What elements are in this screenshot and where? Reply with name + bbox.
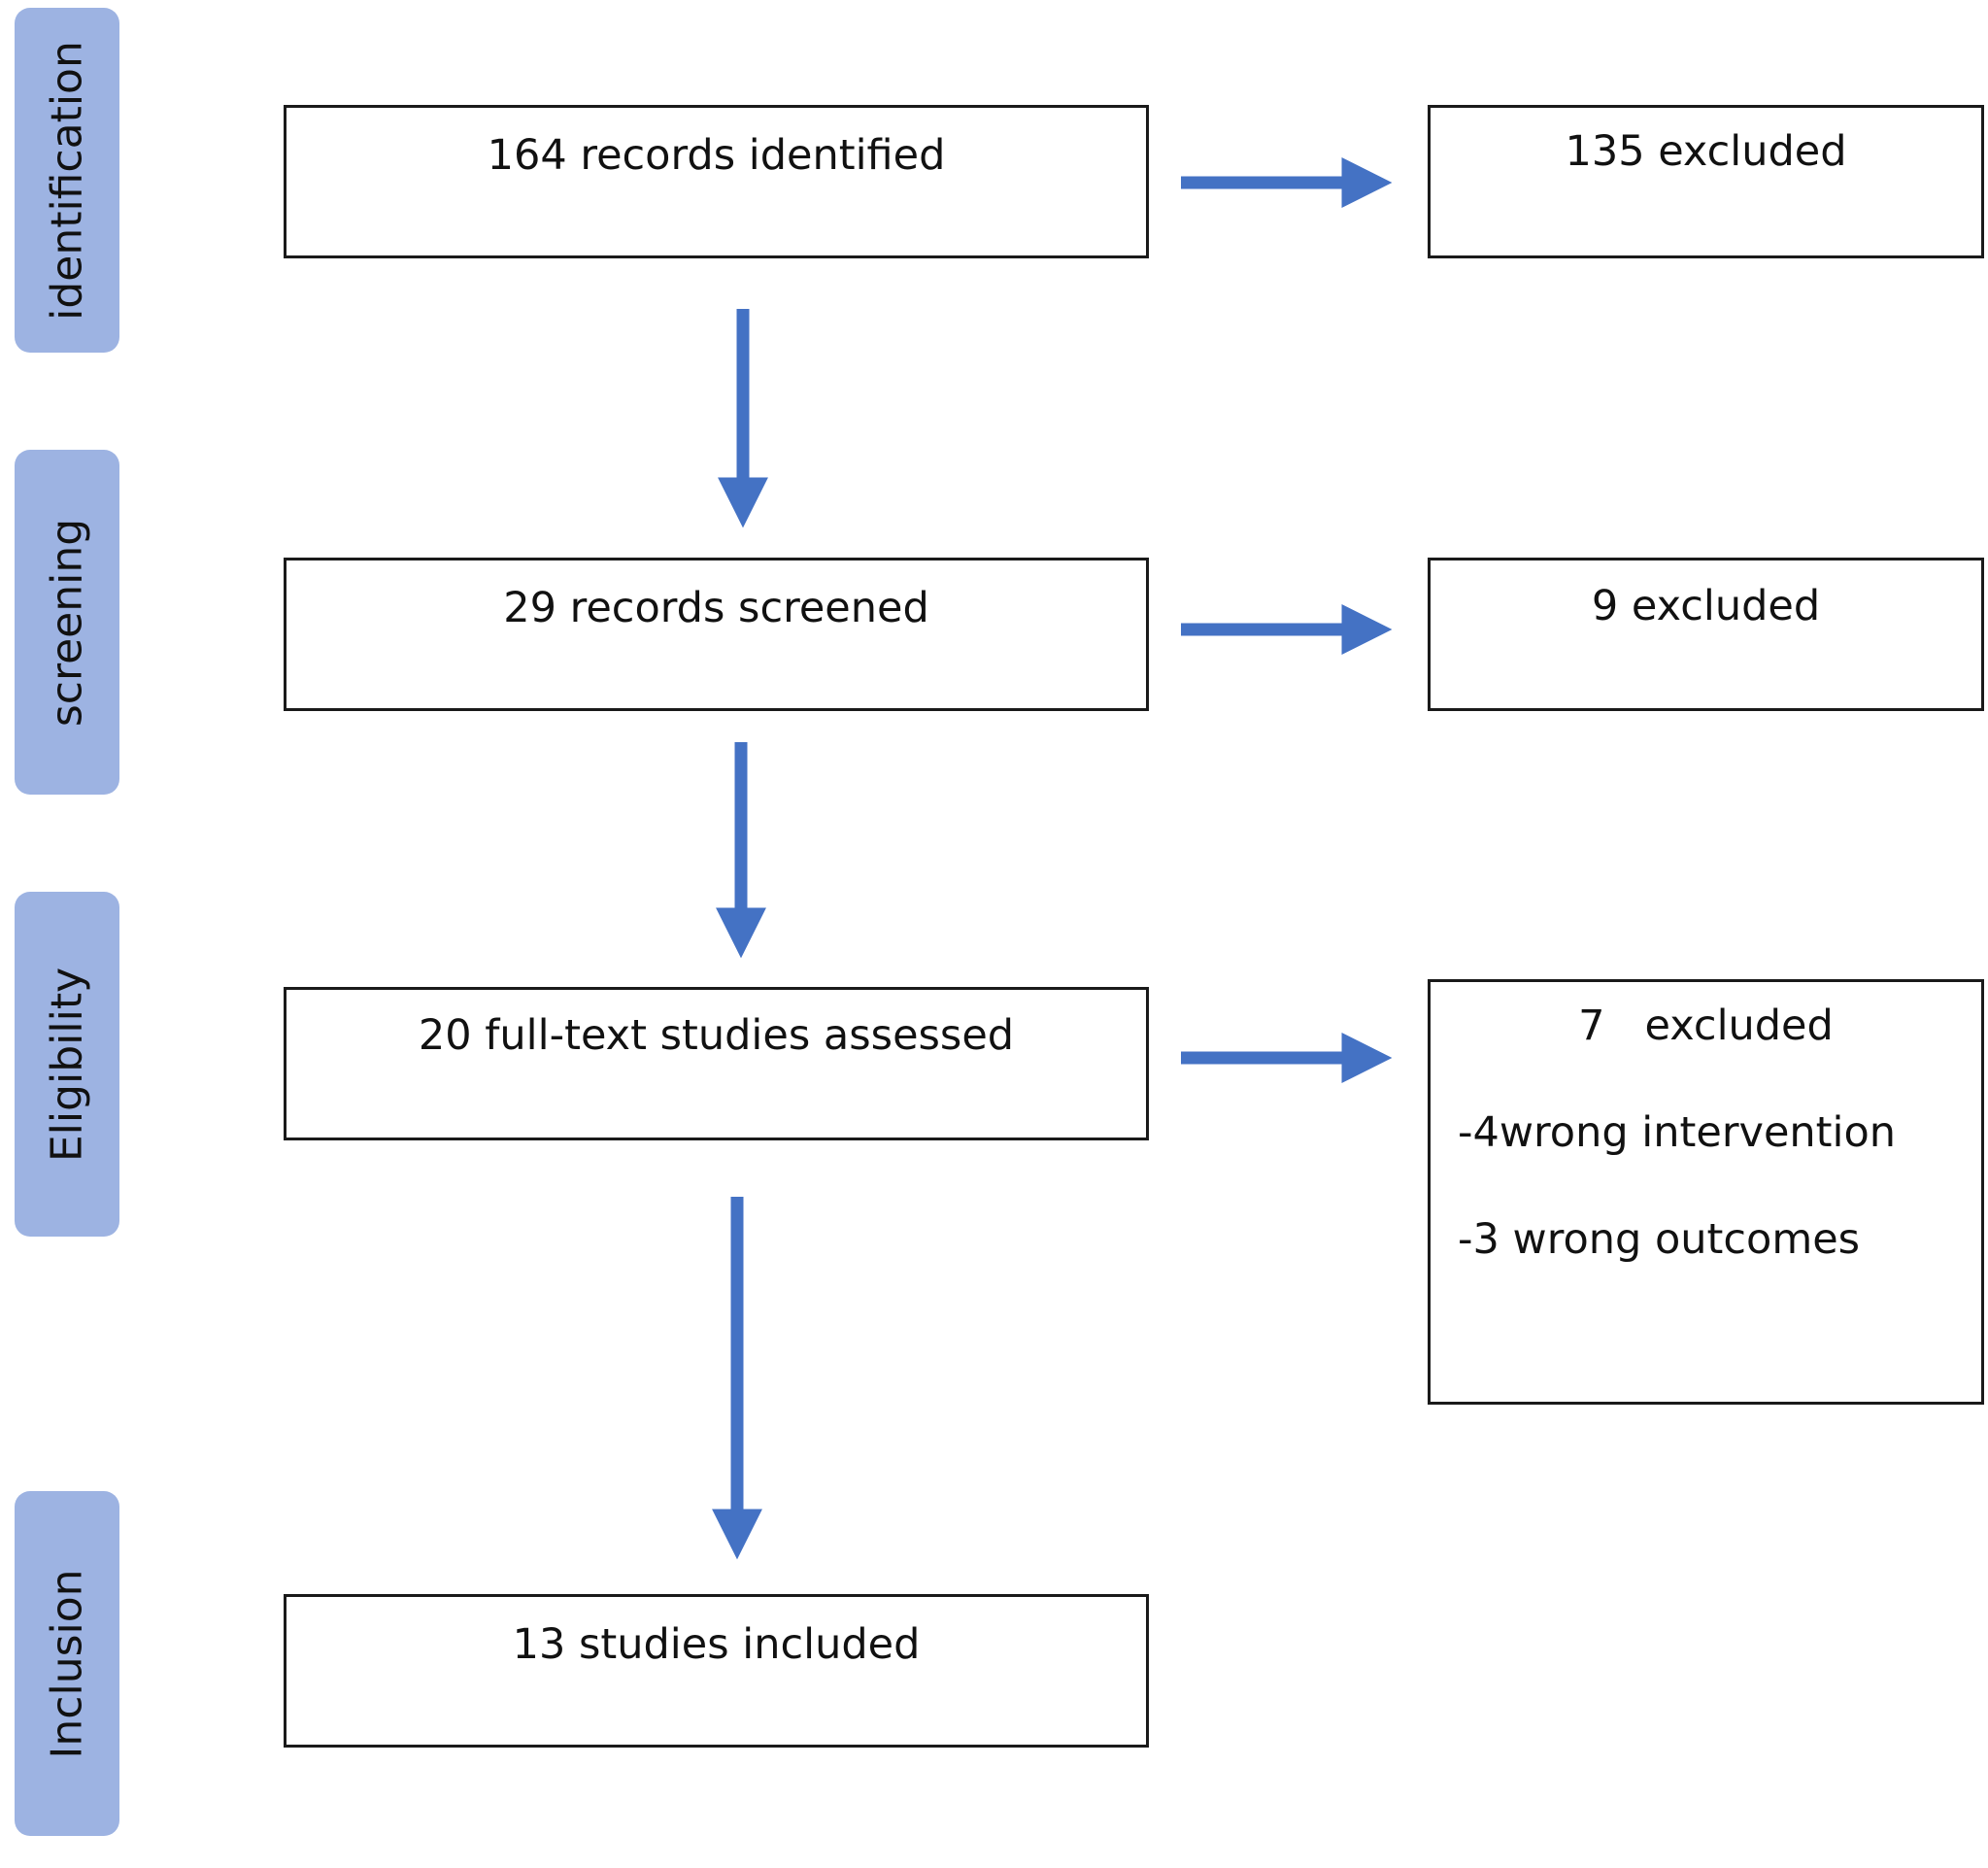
stage-label-eligibility: Eligibility [42,967,92,1162]
records-screened-box: 29 records screened [284,558,1149,711]
stage-identification: identification [15,8,119,353]
studies-included-box: 13 studies included [284,1594,1149,1748]
stage-inclusion: Inclusion [15,1491,119,1836]
full-text-assessed-text: 20 full-text studies assessed [418,1011,1015,1060]
exclusion-reason-wrong-intervention: -4wrong intervention [1458,1108,1897,1157]
excluded-identification-text: 135 excluded [1565,127,1847,176]
full-text-assessed-box: 20 full-text studies assessed [284,987,1149,1140]
stage-label-identification: identification [42,40,92,321]
stage-label-screening: screening [42,518,92,727]
excluded-eligibility-box: 7 excluded -4wrong intervention -3 wrong… [1428,979,1984,1405]
stage-screening: screening [15,450,119,795]
stage-label-inclusion: Inclusion [42,1568,92,1759]
excluded-screening-box: 9 excluded [1428,558,1984,711]
records-identified-box: 164 records identified [284,105,1149,258]
studies-included-text: 13 studies included [512,1620,921,1669]
records-screened-text: 29 records screened [503,584,929,632]
stage-eligibility: Eligibility [15,892,119,1237]
records-identified-text: 164 records identified [487,131,946,180]
excluded-eligibility-text: 7 excluded [1578,1002,1834,1050]
exclusion-reason-wrong-outcomes: -3 wrong outcomes [1458,1215,1861,1264]
excluded-screening-text: 9 excluded [1591,582,1821,630]
excluded-identification-box: 135 excluded [1428,105,1984,258]
